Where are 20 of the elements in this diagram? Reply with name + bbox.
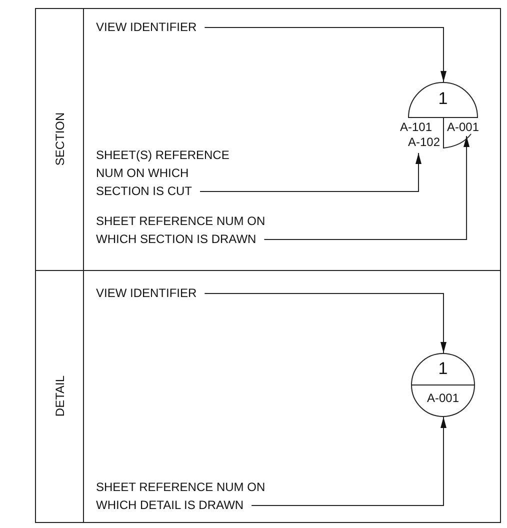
leader-arrow (204, 27, 446, 82)
view-number: 1 (437, 90, 449, 108)
sheet-number: A-101 (400, 120, 432, 134)
section-marker (408, 82, 478, 118)
row-title: SECTION (52, 112, 66, 166)
callout-text: VIEW IDENTIFIER (96, 20, 197, 34)
view-number: 1 (437, 360, 449, 378)
sheet-number: A-001 (447, 120, 480, 134)
callout-text: SHEET REFERENCE NUM ON WHICH DETAIL IS DRAWN (96, 480, 266, 512)
leader-arrow (251, 416, 446, 506)
callout-text: VIEW IDENTIFIER (96, 286, 197, 300)
row-title: DETAIL (52, 375, 66, 417)
sheet-number: A-001 (426, 391, 460, 405)
sheet-number: A-102 (408, 135, 440, 149)
leader-arrow (200, 152, 422, 192)
callout-text: SHEET(S) REFERENCE NUM ON WHICH SECTION IS CUT (96, 148, 230, 198)
leader-arrow (264, 136, 470, 240)
leader-arrow (204, 293, 446, 354)
callout-text: SHEET REFERENCE NUM ON WHICH SECTION IS DRAWN (96, 214, 266, 246)
detail-marker (411, 353, 475, 417)
